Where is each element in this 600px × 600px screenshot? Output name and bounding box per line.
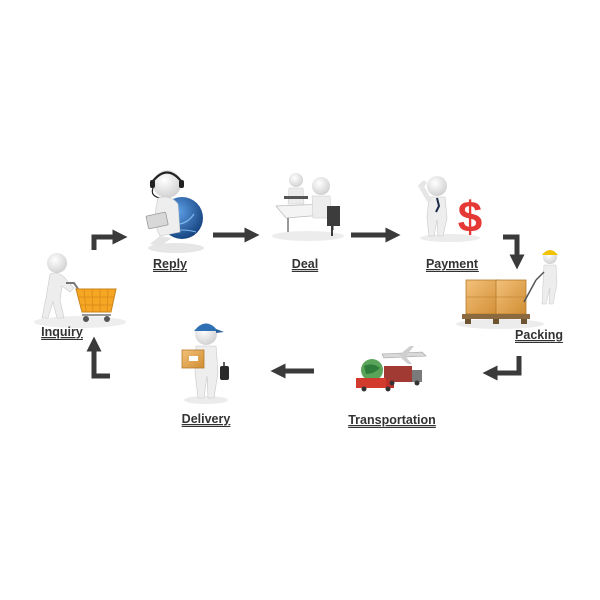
step-label-payment: Payment: [426, 257, 479, 271]
step-label-inquiry: Inquiry: [41, 325, 83, 339]
svg-text:$: $: [458, 193, 482, 242]
flow-arrows: [86, 227, 525, 381]
arrow-payment-to-packing: [503, 234, 525, 270]
shopping-cart-icon: [34, 253, 126, 328]
truck-plane-icon: [356, 346, 427, 392]
arrow-packing-to-transportation: [482, 356, 522, 381]
pallet-boxes-icon: [456, 250, 558, 329]
meeting-table-icon: [272, 173, 344, 241]
dollar-icon: $: [417, 176, 482, 242]
arrow-delivery-to-inquiry: [86, 336, 110, 379]
step-label-deal: Deal: [292, 257, 318, 271]
headset-globe-icon: [145, 170, 204, 253]
step-label-packing: Packing: [515, 328, 563, 342]
courier-parcel-icon: [181, 323, 229, 404]
step-label-reply: Reply: [153, 257, 187, 271]
step-label-delivery: Delivery: [182, 412, 231, 426]
arrow-inquiry-to-reply: [91, 229, 128, 250]
step-label-transportation: Transportation: [348, 413, 436, 427]
